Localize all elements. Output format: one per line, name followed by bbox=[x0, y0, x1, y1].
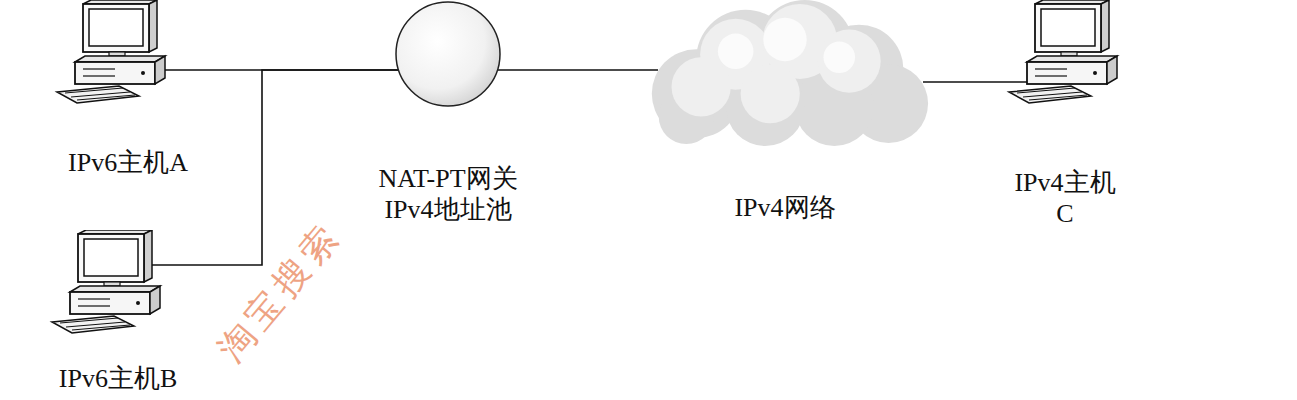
network-link bbox=[923, 81, 1027, 83]
icon-part-line bbox=[72, 325, 130, 330]
network-node: IPv4网络 bbox=[635, 0, 935, 223]
icon-part-polygon bbox=[1009, 86, 1091, 103]
icon-part-rect bbox=[1035, 4, 1101, 52]
icon-part-polygon bbox=[144, 230, 152, 282]
icon-part-circle bbox=[741, 64, 800, 123]
icon-part-rect bbox=[70, 292, 150, 314]
icon-part-circle bbox=[823, 41, 855, 73]
icon-part-polygon bbox=[1027, 56, 1117, 62]
icon-part-polygon bbox=[1101, 0, 1109, 52]
icon-part-line bbox=[78, 305, 110, 306]
icon-part-polygon bbox=[75, 56, 165, 62]
node-label: NAT-PT网关 IPv4地址池 bbox=[374, 163, 522, 225]
gateway-circle bbox=[394, 0, 502, 108]
icon-part-circle bbox=[672, 57, 731, 116]
computer-icon bbox=[48, 230, 168, 335]
host-node: IPv4主机 C bbox=[1005, 0, 1125, 229]
node-label: IPv6主机B bbox=[59, 363, 177, 394]
icon-part-circle bbox=[718, 34, 754, 70]
icon-part-line bbox=[65, 88, 123, 93]
icon-part-polygon bbox=[149, 0, 157, 52]
icon-part-rect bbox=[75, 62, 155, 84]
icon-part-line bbox=[83, 68, 115, 69]
icon-part-line bbox=[1017, 88, 1075, 93]
host-node: IPv6主机A bbox=[68, 0, 188, 178]
node-label: IPv6主机A bbox=[68, 147, 188, 178]
icon-part-polygon bbox=[1107, 56, 1117, 84]
icon-part-circle bbox=[1093, 71, 1097, 75]
icon-part-rect bbox=[89, 9, 143, 46]
icon-part-line bbox=[83, 75, 115, 76]
icon-part-polygon bbox=[52, 316, 134, 333]
icon-part-line bbox=[78, 298, 110, 299]
icon-part-line bbox=[1035, 75, 1067, 76]
icon-part-circle bbox=[396, 2, 500, 106]
icon-part-rect bbox=[78, 234, 144, 282]
icon-part-g bbox=[672, 4, 881, 123]
network-cloud bbox=[635, 0, 935, 148]
network-link bbox=[152, 70, 399, 265]
icon-part-polygon bbox=[155, 56, 165, 84]
icon-part-line bbox=[1035, 68, 1067, 69]
icon-part-polygon bbox=[150, 286, 160, 314]
icon-part-polygon bbox=[57, 86, 139, 103]
gateway-node: NAT-PT网关 IPv4地址池 bbox=[374, 0, 522, 225]
icon-part-circle bbox=[141, 71, 145, 75]
icon-part-rect bbox=[1041, 9, 1095, 46]
icon-part-line bbox=[77, 95, 135, 100]
icon-part-circle bbox=[818, 30, 881, 93]
icon-part-rect bbox=[83, 4, 149, 52]
node-label: IPv4网络 bbox=[734, 192, 835, 223]
icon-part-circle bbox=[763, 18, 806, 61]
computer-icon bbox=[53, 0, 173, 105]
icon-part-g bbox=[652, 0, 928, 146]
icon-part-line bbox=[1029, 95, 1087, 100]
node-label: IPv4主机 C bbox=[1010, 167, 1120, 229]
watermark: 淘宝搜索 bbox=[212, 216, 348, 368]
host-node: IPv6主机B bbox=[58, 230, 178, 394]
computer-icon bbox=[1005, 0, 1125, 105]
network-link bbox=[498, 69, 659, 71]
icon-part-rect bbox=[84, 239, 138, 276]
icon-part-rect bbox=[1027, 62, 1107, 84]
icon-part-line bbox=[60, 318, 118, 323]
icon-part-circle bbox=[136, 301, 140, 305]
icon-part-g bbox=[718, 18, 855, 73]
